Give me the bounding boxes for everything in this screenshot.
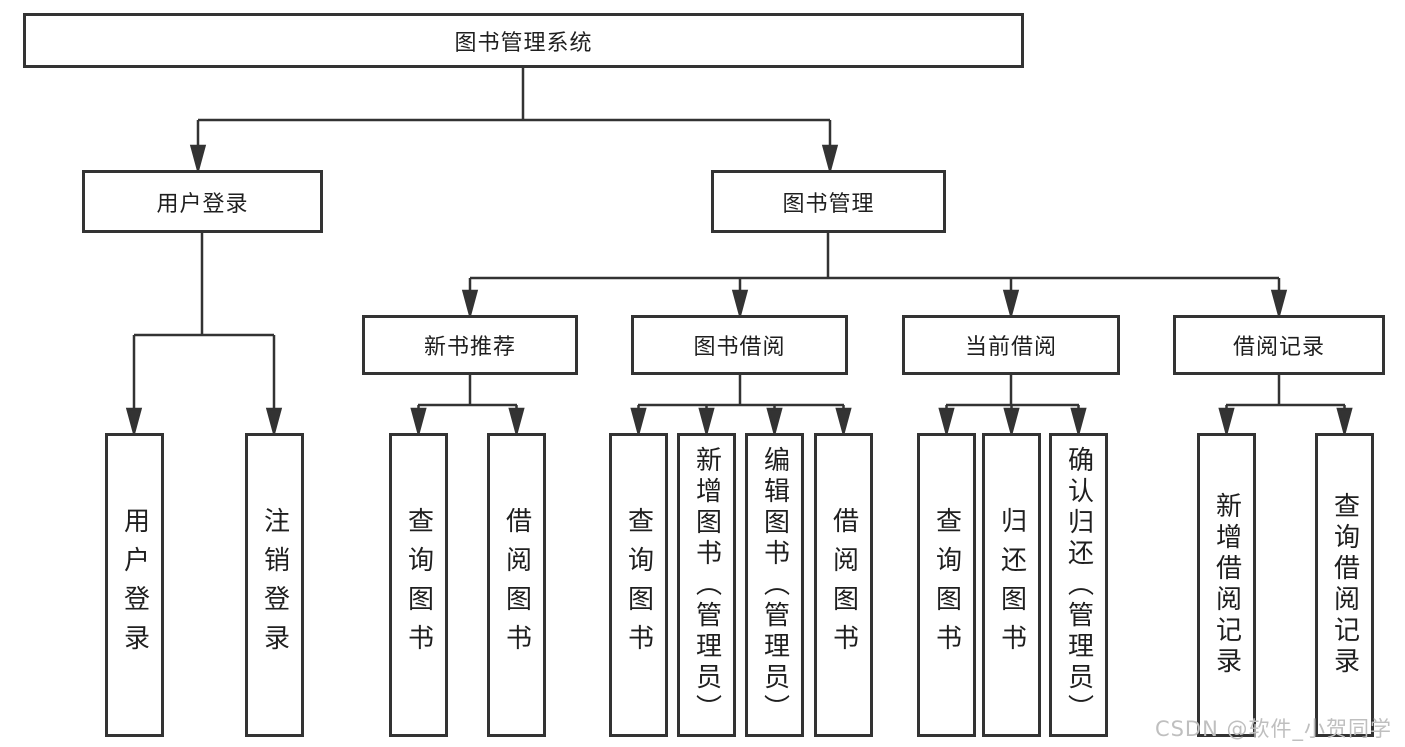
- leaf-query-books-recommend: 查询图书: [389, 433, 448, 737]
- leaf-logout: 注销登录: [245, 433, 304, 737]
- leaf-add-borrow-record: 新增借阅记录: [1197, 433, 1256, 737]
- leaf-borrow-books: 借阅图书: [814, 433, 873, 737]
- leaf-query-books-current: 查询图书: [917, 433, 976, 737]
- leaf-query-borrow-record: 查询借阅记录: [1315, 433, 1374, 737]
- leaf-return-books: 归还图书: [982, 433, 1041, 737]
- watermark: CSDN @软件_小贺同学: [1154, 717, 1392, 741]
- connector-root: [189, 68, 839, 175]
- leaf-edit-books-admin: 编辑图书（管理员）: [745, 433, 804, 737]
- leaf-add-books-admin: 新增图书（管理员）: [677, 433, 736, 737]
- leaf-borrow-books-recommend: 借阅图书: [487, 433, 546, 737]
- leaf-query-books-borrow: 查询图书: [609, 433, 668, 737]
- node-user-login: 用户登录: [82, 170, 323, 233]
- node-book-management: 图书管理: [711, 170, 946, 233]
- node-new-book-recommendation: 新书推荐: [362, 315, 578, 375]
- node-borrowing-records: 借阅记录: [1173, 315, 1385, 375]
- node-book-borrowing: 图书借阅: [631, 315, 848, 375]
- connector-new-book: [410, 375, 525, 438]
- leaf-confirm-return-admin: 确认归还（管理员）: [1049, 433, 1108, 737]
- connector-user-login: [125, 233, 283, 438]
- connector-current-borrowing: [938, 375, 1087, 438]
- leaf-user-login: 用户登录: [105, 433, 164, 737]
- node-library-system: 图书管理系统: [23, 13, 1024, 68]
- connector-book-management: [461, 233, 1288, 320]
- node-current-borrowing: 当前借阅: [902, 315, 1120, 375]
- connector-book-borrowing: [630, 375, 852, 438]
- connector-borrowing-records: [1218, 375, 1353, 438]
